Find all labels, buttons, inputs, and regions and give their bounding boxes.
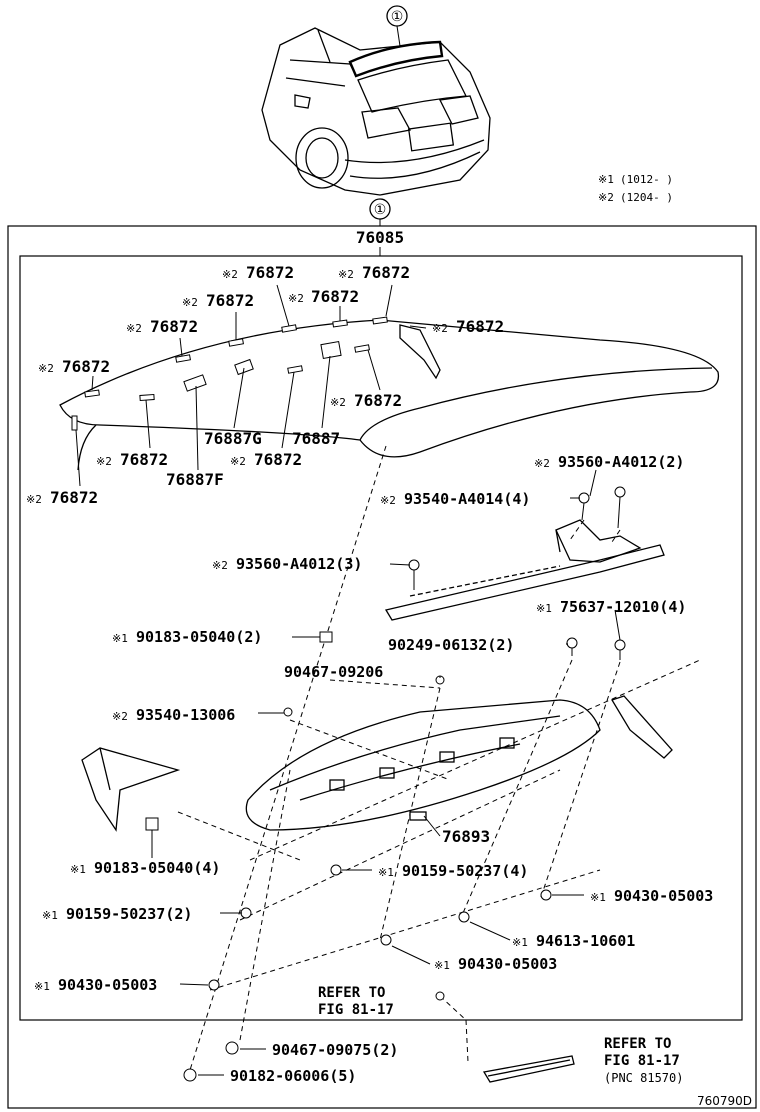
- label-mark: ※1: [34, 980, 50, 993]
- part-number-label: 76893: [442, 827, 490, 846]
- note-range: (1204- ): [620, 191, 673, 204]
- label-mark: ※1: [70, 863, 86, 876]
- label-mark: ※2: [330, 396, 346, 409]
- note-mark: ※2: [598, 191, 614, 204]
- part-number-label: 90182-06006(5): [230, 1067, 356, 1085]
- part-number-label: 90467-09075(2): [272, 1041, 398, 1059]
- label-mark: ※2: [182, 296, 198, 309]
- note-mark: ※1: [598, 173, 614, 186]
- part-number-label: 90430-05003: [614, 887, 713, 905]
- left-side-trim: [81, 747, 181, 832]
- part-number-label: 90430-05003: [58, 976, 157, 994]
- assembly-number: 76085: [356, 228, 404, 247]
- refer-line: FIG 81-17: [318, 1002, 394, 1018]
- label-mark: ※2: [230, 455, 246, 468]
- part-number-label: 76887: [292, 429, 340, 448]
- part-number-label: 76872: [362, 263, 410, 282]
- production-notes: ※1 (1012- ) ※2 (1204- ): [598, 173, 673, 204]
- refer-block-2: REFER TO FIG 81-17 (PNC 81570): [604, 1036, 683, 1085]
- refer-line: REFER TO: [604, 1036, 671, 1052]
- label-mark: ※2: [338, 268, 354, 281]
- part-number-label: 76872: [456, 317, 504, 336]
- label-mark: ※1: [590, 891, 606, 904]
- refer-line: FIG 81-17: [604, 1053, 680, 1069]
- label-mark: ※2: [380, 494, 396, 507]
- part-number-label: 76872: [120, 450, 168, 469]
- leader-lines-upper: [75, 284, 427, 487]
- part-number-label: 76872: [206, 291, 254, 310]
- refer-block-1: REFER TO FIG 81-17: [318, 985, 394, 1018]
- part-number-label: 94613-10601: [536, 932, 635, 950]
- label-mark: ※2: [96, 455, 112, 468]
- label-mark: ※1: [112, 632, 128, 645]
- assembly-frame: [19, 255, 743, 1021]
- refer-line: (PNC 81570): [604, 1071, 683, 1085]
- label-mark: ※2: [222, 268, 238, 281]
- label-mark: ※2: [112, 710, 128, 723]
- part-number-label: 90183-05040(2): [136, 628, 262, 646]
- part-number-label: 75637-12010(4): [560, 598, 686, 616]
- callout-number: ①: [374, 202, 387, 218]
- part-number-label: 76872: [62, 357, 110, 376]
- clip-icon: [145, 631, 552, 1082]
- bolt-icon: [283, 486, 626, 717]
- callout-frame: ①: [369, 198, 391, 226]
- label-mark: ※1: [512, 936, 528, 949]
- part-number-label: 76872: [354, 391, 402, 410]
- upper-bracket-rail: [384, 519, 665, 621]
- part-number-label: 90183-05040(4): [94, 859, 220, 877]
- label-mark: ※2: [126, 322, 142, 335]
- vehicle-rear-icon: [261, 27, 491, 196]
- refer-line: REFER TO: [318, 985, 385, 1001]
- label-mark: ※1: [434, 959, 450, 972]
- label-mark: ※2: [38, 362, 54, 375]
- label-mark: ※2: [26, 493, 42, 506]
- part-number-label: 90467-09206: [284, 663, 383, 681]
- lower-garnish-panel: [245, 699, 601, 831]
- label-mark: ※1: [42, 909, 58, 922]
- dashed-guides: [177, 445, 701, 1071]
- part-number-label: 76887F: [166, 470, 224, 489]
- part-number-label: 76872: [311, 287, 359, 306]
- part-number-label: 93560-A4012(2): [558, 453, 684, 471]
- part-number-label: 76872: [246, 263, 294, 282]
- part-number-label: 93540-13006: [136, 706, 235, 724]
- part-labels: ※2 76872 ※2 76872 ※2 76872 ※2 76872 ※2 7…: [26, 263, 713, 1085]
- part-number-label: 93560-A4012(3): [236, 555, 362, 573]
- part-number-label: 90430-05003: [458, 955, 557, 973]
- figure-code: 760790D: [697, 1094, 752, 1108]
- part-number-label: 76887G: [204, 429, 262, 448]
- part-number-label: 76872: [150, 317, 198, 336]
- callout-top: ①: [386, 5, 408, 47]
- high-mount-stop-lamp: [482, 1055, 575, 1083]
- callout-number: ①: [391, 9, 404, 25]
- part-number-label: 90159-50237(2): [66, 905, 192, 923]
- label-mark: ※2: [534, 457, 550, 470]
- note-range: (1012- ): [620, 173, 673, 186]
- label-mark: ※2: [432, 322, 448, 335]
- part-number-label: 76872: [50, 488, 98, 507]
- right-side-trim: [611, 695, 673, 759]
- label-mark: ※1: [378, 866, 394, 879]
- label-mark: ※2: [288, 292, 304, 305]
- part-number-label: 76872: [254, 450, 302, 469]
- part-number-label: 90159-50237(4): [402, 862, 528, 880]
- outer-frame: [7, 225, 757, 1109]
- label-mark: ※2: [212, 559, 228, 572]
- label-mark: ※1: [536, 602, 552, 615]
- tape-pads: [71, 316, 388, 431]
- leader-lines-lower: [151, 469, 621, 1076]
- part-number-label: 90249-06132(2): [388, 636, 514, 654]
- part-number-label: 93540-A4014(4): [404, 490, 530, 508]
